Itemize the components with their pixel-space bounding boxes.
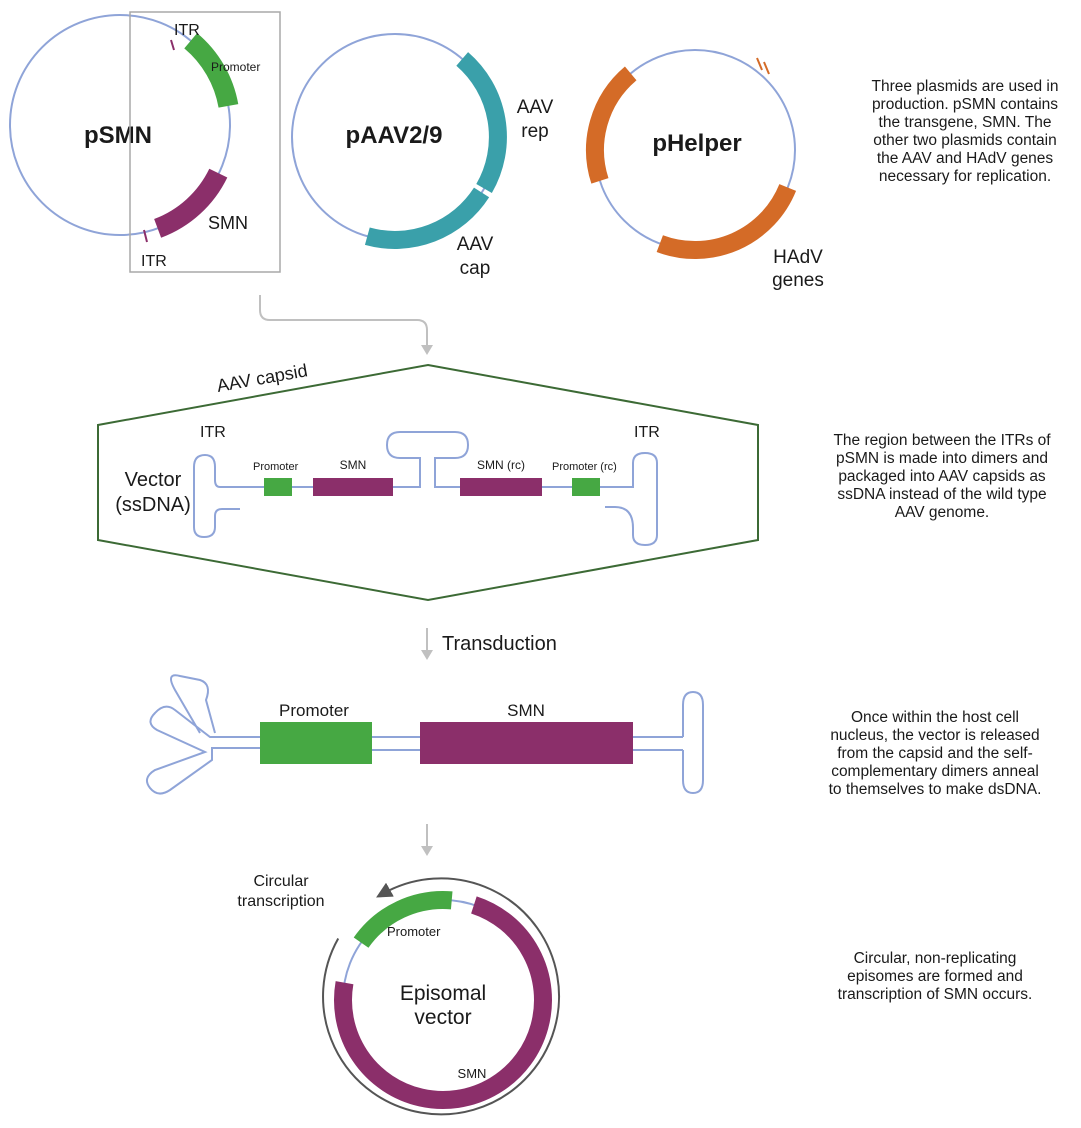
dsdna-promoter-block [260, 722, 372, 764]
capsid-smn-rc-label: SMN (rc) [477, 458, 525, 472]
episome-smn-segment [334, 896, 552, 1109]
psmn-promoter-segment [184, 33, 239, 108]
psmn-selection-box [129, 11, 281, 273]
paav-plasmid: pAAV2/9 AAV rep AAV cap [291, 33, 554, 279]
psmn-smn-segment [153, 168, 228, 238]
paav-rep-label-line1: AAV [517, 97, 554, 118]
psmn-itr-bottom-label: ITR [141, 253, 167, 270]
psmn-smn-label: SMN [208, 213, 248, 233]
aav-capsid: AAV capsid ITR ITR Vector (ssDNA) Promot… [97, 360, 759, 602]
description-packaging: The region between the ITRs of pSMN is m… [833, 432, 1051, 521]
episome-promoter-segment [353, 891, 453, 949]
paav-cap-label-line2: cap [460, 258, 491, 279]
psmn-promoter-label: Promoter [211, 60, 260, 74]
flow-arrow-3 [421, 824, 433, 856]
flow-arrow-2 [421, 628, 433, 660]
phelper-genes-label-line2: genes [772, 270, 824, 291]
capsid-left-itr-hairpin [193, 453, 240, 539]
psmn-backbone [9, 14, 231, 236]
psmn-itr-top-mark [170, 39, 175, 51]
dsdna-smn-block [420, 722, 633, 764]
capsid-ssdna-strand [222, 431, 658, 547]
phelper-name: pHelper [652, 130, 741, 157]
description-annealing: Once within the host cell nucleus, the v… [828, 709, 1042, 798]
capsid-vector-label-line2: (ssDNA) [115, 494, 191, 516]
capsid-promoter-rc-block [572, 478, 600, 496]
psmn-name: pSMN [84, 122, 152, 149]
phelper-hadv-genes-segment [656, 183, 797, 259]
paav-rep-segment [456, 52, 507, 194]
capsid-itr-right-label: ITR [634, 424, 660, 441]
capsid-smn-block [313, 478, 393, 496]
dsdna-smn-label: SMN [507, 701, 545, 720]
circular-transcription-arrow [322, 877, 561, 1116]
capsid-promoter-rc-label: Promoter (rc) [552, 461, 617, 473]
psmn-itr-top-label: ITR [174, 22, 200, 39]
capsid-promoter-label: Promoter [253, 461, 299, 473]
description-episome: Circular, non-replicating episomes are f… [837, 950, 1033, 1003]
phelper-mark-2 [763, 61, 770, 75]
capsid-smn-rc-block [460, 478, 542, 496]
episomal-vector: Circular transcription Promoter Episomal… [237, 873, 561, 1116]
capsid-promoter-block [264, 478, 292, 496]
paav-cap-segment [364, 187, 490, 249]
phelper-plasmid: pHelper HAdV genes [586, 49, 824, 291]
capsid-hexagon [97, 363, 759, 602]
capsid-smn-label: SMN [340, 458, 367, 472]
phelper-genes-label-line1: HAdV [773, 247, 823, 268]
paav-name: pAAV2/9 [346, 122, 443, 149]
phelper-left-gene-segment [586, 66, 637, 184]
dsdna-left-branched-itr [145, 705, 260, 795]
dsdna-promoter-label: Promoter [279, 701, 349, 720]
transduction-label: Transduction [442, 633, 557, 655]
capsid-vector-label-line1: Vector [125, 469, 182, 491]
paav-rep-label-line2: rep [521, 121, 548, 142]
paav-cap-label-line1: AAV [457, 234, 494, 255]
capsid-label: AAV capsid [215, 360, 309, 396]
capsid-itr-left-label: ITR [200, 424, 226, 441]
phelper-mark-1 [756, 57, 763, 71]
flow-arrow-1 [259, 295, 433, 355]
episome-promoter-label: Promoter [387, 924, 441, 939]
dsdna-right-hairpin [682, 690, 704, 795]
episome-smn-label: SMN [458, 1066, 487, 1081]
dsdna-left-itr-arm [170, 674, 216, 734]
circular-label-line2: transcription [237, 893, 324, 910]
description-plasmids: Three plasmids are used in production. p… [871, 78, 1059, 185]
episome-name-line1: Episomal [400, 982, 486, 1005]
circular-label-line1: Circular [253, 873, 309, 890]
dsdna-vector: Promoter SMN [145, 674, 704, 795]
psmn-itr-bottom-mark [143, 229, 148, 243]
psmn-plasmid: pSMN ITR Promoter SMN ITR [9, 11, 281, 273]
episome-name-line2: vector [414, 1006, 471, 1029]
